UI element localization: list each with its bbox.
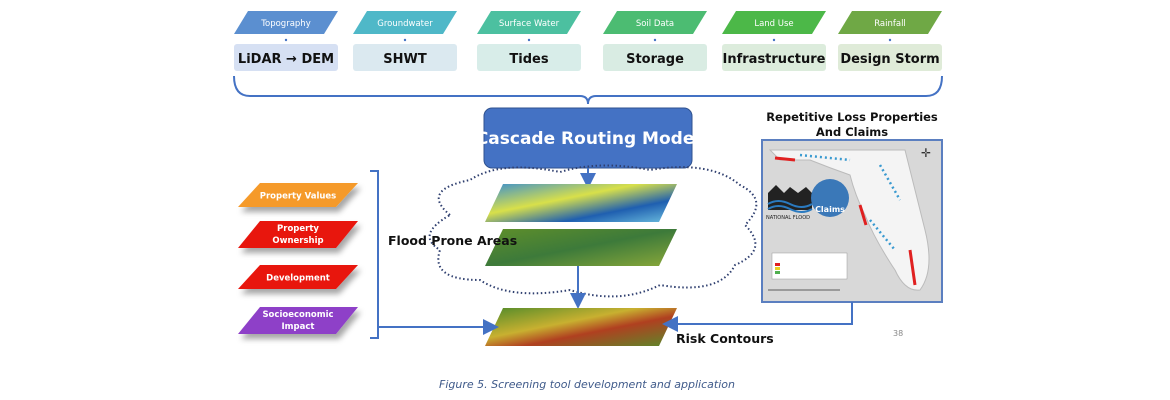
coast-claim-dots	[799, 153, 902, 251]
connector-dot	[284, 38, 288, 42]
input-item-label: Storage	[626, 52, 684, 67]
input-category-shape	[603, 11, 707, 34]
factor-shape	[238, 183, 358, 207]
input-category-shape	[722, 11, 826, 34]
input-category-label: Rainfall	[874, 19, 906, 29]
factor-shape	[238, 265, 358, 289]
risk-contours-label: Risk Contours	[676, 331, 774, 346]
factor-label: Ownership	[272, 236, 323, 246]
top-brace	[233, 75, 943, 105]
flood-prone-areas-label: Flood Prone Areas	[388, 233, 517, 248]
figure-caption: Figure 5. Screening tool development and…	[439, 378, 735, 391]
factor-bracket	[370, 170, 379, 339]
input-category-label: Soil Data	[636, 19, 674, 29]
legend-low-swatch	[775, 271, 780, 274]
legend-high-swatch	[775, 263, 780, 266]
map-panel: Repetitive Loss Properties And Claims NA…	[761, 110, 943, 303]
legend-medium-swatch	[775, 267, 780, 270]
florida-shape	[768, 149, 930, 291]
coast-risk-dots	[774, 156, 917, 286]
input-item-label: SHWT	[383, 52, 427, 67]
claims-badge-label: Claims	[815, 205, 845, 214]
model-label: Cascade Routing Model	[476, 129, 700, 149]
map-legend	[771, 252, 848, 280]
input-category-shape	[838, 11, 942, 34]
input-item-box	[722, 44, 826, 71]
input-item-label: Tides	[509, 52, 548, 67]
map-title-line-1: Repetitive Loss Properties	[766, 110, 938, 124]
input-item-box	[838, 44, 942, 71]
page-number: 38	[893, 329, 903, 338]
flood-layer-2	[485, 229, 677, 266]
input-category-label: Land Use	[754, 19, 793, 29]
factor-label: Property Values	[260, 192, 337, 202]
nfip-logo: NATIONAL FLOOD	[766, 185, 813, 221]
input-category-shape	[234, 11, 338, 34]
connector-dot	[772, 38, 776, 42]
connector-dot	[653, 38, 657, 42]
input-item-box	[234, 44, 338, 71]
input-item-label: Infrastructure	[723, 52, 826, 67]
nfip-logo-text: NATIONAL FLOOD	[766, 215, 810, 221]
risk-contour-layer	[485, 308, 677, 346]
flood-cloud	[428, 164, 758, 298]
input-item-label: Design Storm	[840, 52, 939, 67]
claims-badge	[811, 179, 849, 217]
factor-label: Impact	[282, 322, 315, 332]
cascade-routing-model-box[interactable]: Cascade Routing Model	[476, 107, 700, 169]
input-item-box	[603, 44, 707, 71]
input-category-label: Surface Water	[499, 19, 560, 29]
factor-item: Property Values	[238, 183, 358, 207]
factor-label: Development	[266, 274, 330, 284]
factor-shape	[238, 307, 358, 334]
connector-dot	[527, 38, 531, 42]
input-category-label: Topography	[260, 19, 310, 29]
flood-layer-1	[485, 184, 677, 222]
factor-item: Development	[238, 265, 358, 289]
input-item-label: LiDAR → DEM	[238, 52, 334, 67]
factor-label: Socioeconomic	[262, 310, 333, 320]
input-item-box	[477, 44, 581, 71]
connector-dot	[888, 38, 892, 42]
input-item-box	[353, 44, 457, 71]
factor-shape	[238, 221, 358, 248]
input-category-label: Groundwater	[377, 19, 433, 29]
map-title-line-2: And Claims	[816, 125, 888, 139]
map-to-risk-arrow	[662, 302, 853, 332]
factor-label: Property	[277, 224, 319, 234]
factor-list: Property ValuesPropertyOwnershipDevelopm…	[238, 183, 358, 334]
compass-icon: ✛	[921, 146, 931, 160]
input-category-shape	[477, 11, 581, 34]
input-category-shape	[353, 11, 457, 34]
connector-dot	[403, 38, 407, 42]
